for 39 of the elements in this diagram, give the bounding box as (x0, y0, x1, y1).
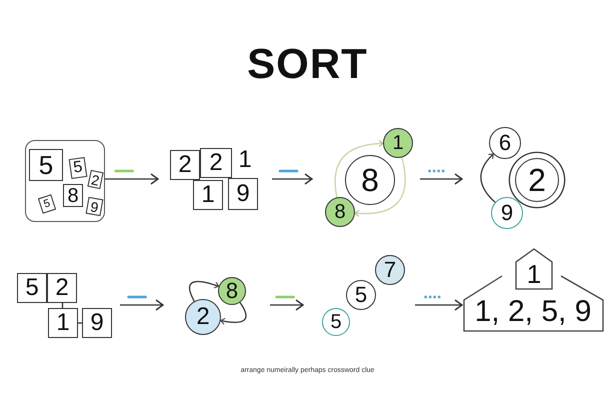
number-circle: 8 (218, 277, 246, 305)
arrow (420, 173, 463, 185)
number-tile: 1 (48, 308, 78, 338)
number-circle: 8 (345, 155, 395, 205)
arrow (105, 173, 159, 185)
number-tile: 2 (170, 150, 200, 180)
number-circle: 5 (346, 280, 376, 310)
number-label: 1 (234, 146, 256, 174)
number-tile: 9 (228, 178, 258, 210)
number-circle: 6 (489, 127, 521, 159)
number-tile: 1 (193, 180, 223, 210)
arrow (354, 157, 406, 217)
number-tile: 9 (86, 196, 104, 216)
arrow (334, 140, 384, 198)
number-circle: 1 (383, 128, 413, 158)
arrow (189, 280, 220, 302)
arrow (220, 302, 247, 325)
number-tile: 5 (68, 156, 88, 180)
number-circle: 7 (375, 255, 405, 285)
house-shape: 1 (515, 248, 553, 290)
number-tile: 8 (63, 184, 83, 207)
number-circle: 5 (322, 308, 350, 336)
arrow (415, 299, 463, 311)
number-circle: 8 (325, 197, 355, 227)
arrow (120, 299, 164, 311)
number-tile: 2 (87, 170, 104, 190)
arrow (270, 299, 304, 311)
number-tile: 5 (29, 149, 63, 181)
number-tile: 2 (200, 148, 232, 178)
number-tile: 5 (17, 273, 47, 303)
number-circle: 9 (491, 197, 523, 229)
rounded-panel (25, 140, 105, 222)
arrow (272, 173, 313, 185)
number-tile: 9 (82, 308, 112, 338)
number-tile: 5 (38, 194, 56, 214)
number-circle: 2 (185, 299, 221, 335)
number-tile: 2 (47, 273, 77, 303)
title: SORT (247, 40, 368, 88)
arrow (480, 153, 496, 203)
